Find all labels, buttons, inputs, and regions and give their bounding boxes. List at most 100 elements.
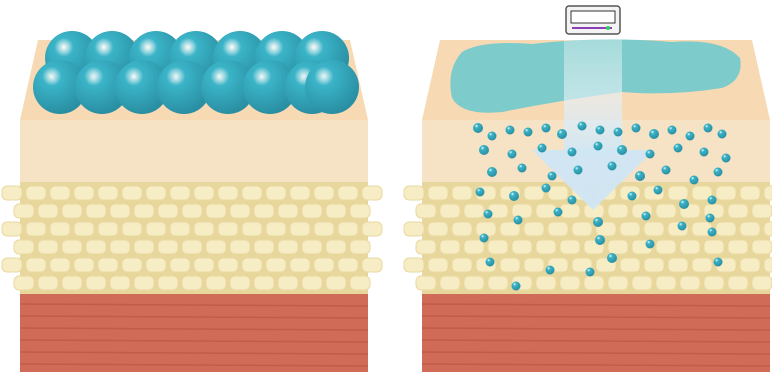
micro-droplet — [678, 222, 687, 231]
micro-droplet — [554, 208, 563, 217]
fat-cell — [50, 186, 70, 200]
fat-cell — [194, 186, 214, 200]
fat-cell — [404, 186, 424, 200]
fat-cell — [536, 276, 556, 290]
fat-cell — [2, 258, 22, 272]
fat-cell — [416, 240, 436, 254]
fat-cell — [692, 258, 712, 272]
micro-droplet — [714, 168, 723, 177]
fat-cell — [632, 276, 652, 290]
fat-cell — [704, 240, 724, 254]
fat-cell — [266, 258, 286, 272]
fat-cell — [98, 222, 118, 236]
fat-cell — [158, 204, 178, 218]
fat-cell — [146, 222, 166, 236]
fat-cell — [194, 222, 214, 236]
fat-cell — [278, 240, 298, 254]
fat-cell — [122, 222, 142, 236]
micro-droplet — [708, 228, 717, 237]
micro-droplet — [574, 166, 583, 175]
fat-cell — [512, 204, 532, 218]
fat-cell — [512, 240, 532, 254]
fat-cell — [314, 222, 334, 236]
micro-droplet — [546, 266, 555, 275]
fat-cell — [350, 276, 370, 290]
fat-cell — [728, 276, 748, 290]
fat-cell — [416, 204, 436, 218]
fat-cell — [146, 186, 166, 200]
fat-cell — [428, 222, 448, 236]
fat-cell — [476, 222, 496, 236]
micro-droplet — [642, 212, 651, 221]
fat-cell — [74, 258, 94, 272]
micro-droplet — [654, 186, 663, 195]
muscle-layer — [20, 294, 368, 372]
fat-cell — [134, 276, 154, 290]
fat-cell — [752, 276, 772, 290]
micro-droplet — [586, 268, 595, 277]
fat-cell — [716, 222, 736, 236]
fat-cell — [764, 186, 772, 200]
fat-cell — [740, 186, 760, 200]
fat-cell — [560, 204, 580, 218]
applicator-device-icon — [566, 6, 620, 34]
fat-cell — [302, 204, 322, 218]
fat-cell — [536, 204, 556, 218]
fat-cell — [242, 258, 262, 272]
micro-droplet — [686, 132, 695, 141]
fat-cell — [452, 258, 472, 272]
fat-cell — [560, 276, 580, 290]
fat-cell — [464, 276, 484, 290]
fat-cell — [764, 222, 772, 236]
micro-droplet — [679, 199, 689, 209]
fat-cell — [170, 258, 190, 272]
fat-cell — [644, 258, 664, 272]
fat-cell — [302, 240, 322, 254]
micro-droplet — [714, 258, 723, 267]
surface-droplets — [33, 31, 359, 114]
fat-cell — [290, 258, 310, 272]
fat-cell — [452, 186, 472, 200]
micro-droplet — [473, 123, 483, 133]
fat-cell — [38, 240, 58, 254]
fat-cell — [2, 222, 22, 236]
fat-cell — [170, 222, 190, 236]
fat-cell — [182, 204, 202, 218]
fat-cell — [548, 186, 568, 200]
fat-cell — [728, 240, 748, 254]
fat-cell — [122, 258, 142, 272]
fat-cell — [488, 240, 508, 254]
micro-droplet — [635, 171, 645, 181]
micro-droplet — [595, 235, 605, 245]
fat-cell — [134, 204, 154, 218]
micro-droplet — [568, 196, 577, 205]
micro-droplet — [557, 129, 567, 139]
fat-cell — [254, 204, 274, 218]
fat-cell — [644, 222, 664, 236]
fat-cell — [668, 186, 688, 200]
fat-cell — [326, 204, 346, 218]
micro-droplet — [632, 124, 641, 133]
fat-cell — [158, 240, 178, 254]
fat-cell — [98, 258, 118, 272]
micro-droplet — [690, 176, 699, 185]
fat-cell — [524, 222, 544, 236]
micro-droplet — [486, 258, 495, 267]
fat-cell — [50, 222, 70, 236]
fat-cell — [608, 204, 628, 218]
fat-cell — [752, 204, 772, 218]
micro-droplet — [512, 282, 521, 291]
fat-cell — [656, 204, 676, 218]
micro-droplet — [704, 124, 713, 133]
fat-cell — [302, 276, 322, 290]
fat-cell — [110, 276, 130, 290]
fat-cell — [452, 222, 472, 236]
micro-droplet — [488, 132, 497, 141]
fat-cell — [206, 276, 226, 290]
micro-droplet — [568, 148, 577, 157]
fat-cell — [440, 240, 460, 254]
fat-cell — [14, 240, 34, 254]
fat-cell — [740, 222, 760, 236]
micro-droplet — [518, 164, 527, 173]
